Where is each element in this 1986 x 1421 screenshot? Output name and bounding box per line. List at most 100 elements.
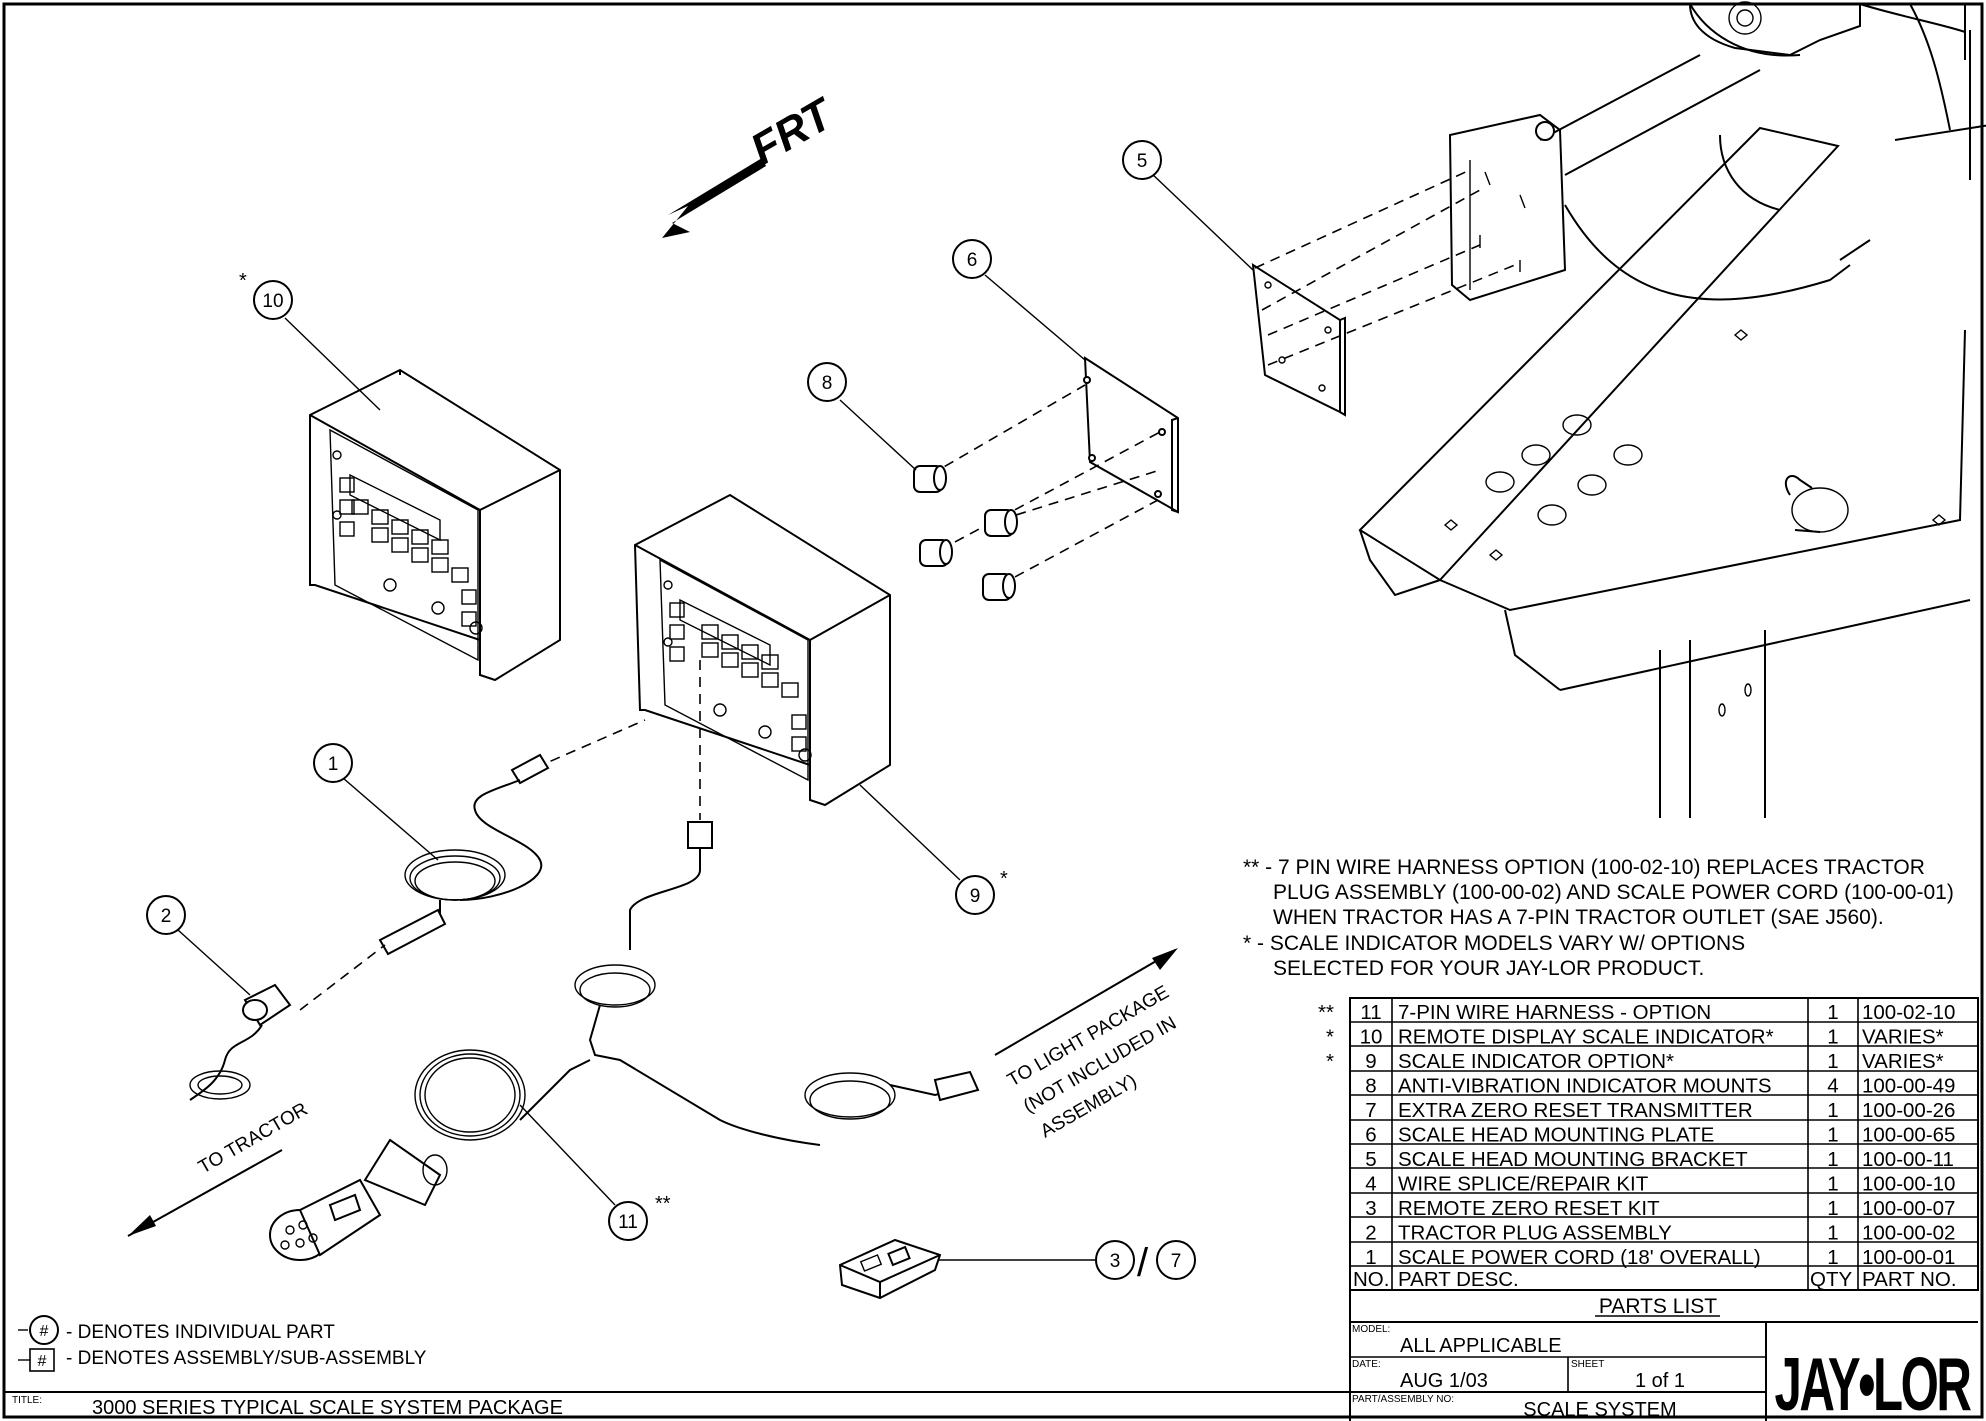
balloon-7: 7 <box>1171 1251 1182 1272</box>
row-description: SCALE HEAD MOUNTING PLATE <box>1398 1124 1714 1147</box>
note-line-1: ** - 7 PIN WIRE HARNESS OPTION (100-02-1… <box>1243 856 1925 879</box>
row-description: 7-PIN WIRE HARNESS - OPTION <box>1398 1001 1711 1024</box>
notes: ** - 7 PIN WIRE HARNESS OPTION (100-02-1… <box>1243 856 1954 980</box>
row-part-number: VARIES* <box>1862 1050 1944 1073</box>
row-part-number: VARIES* <box>1862 1026 1944 1049</box>
row-qty: 4 <box>1827 1075 1838 1098</box>
row-qty: 1 <box>1827 1197 1838 1220</box>
balloon-10: 10 <box>262 291 283 312</box>
row-qty: 1 <box>1827 1222 1838 1245</box>
legend-assembly-symbol: # <box>38 1353 47 1370</box>
part-5-bracket <box>1251 263 1346 417</box>
note-line-2: PLUG ASSEMBLY (100-00-02) AND SCALE POWE… <box>1273 881 1954 904</box>
balloon-1: 1 <box>328 754 339 775</box>
balloon-9: 9 <box>970 886 981 907</box>
row-number: 10 <box>1360 1026 1383 1049</box>
row-description: SCALE POWER CORD (18' OVERALL) <box>1398 1246 1761 1269</box>
callout-balloons: 10 * 5 6 8 1 2 9 * 11 ** 3 / <box>146 140 1254 1285</box>
balloon-6: 6 <box>967 250 978 271</box>
front-direction-arrow: FRT <box>662 88 843 238</box>
row-qty: 1 <box>1827 1173 1838 1196</box>
row-description: EXTRA ZERO RESET TRANSMITTER <box>1398 1099 1753 1122</box>
balloon-11-stars: ** <box>655 1193 671 1215</box>
row-part-number: 100-00-65 <box>1862 1124 1955 1147</box>
row-part-number: 100-02-10 <box>1862 1001 1955 1024</box>
row-number: 5 <box>1365 1148 1376 1171</box>
balloon-8: 8 <box>822 373 833 394</box>
part-1-power-cord <box>378 719 646 956</box>
row-number: 9 <box>1365 1050 1376 1073</box>
legend-individual-symbol: # <box>40 1323 49 1340</box>
row-description: TRACTOR PLUG ASSEMBLY <box>1398 1222 1672 1245</box>
part-8-mounts <box>913 465 1018 601</box>
row-qty: 1 <box>1827 1124 1838 1147</box>
part-10-remote-display <box>309 368 561 682</box>
note-line-4: * - SCALE INDICATOR MODELS VARY W/ OPTIO… <box>1243 932 1745 955</box>
row-qty: 1 <box>1827 1099 1838 1122</box>
row-part-number: 100-00-49 <box>1862 1075 1955 1098</box>
model-label: MODEL: <box>1352 1324 1390 1335</box>
note-line-3: WHEN TRACTOR HAS A 7-PIN TRACTOR OUTLET … <box>1273 906 1884 929</box>
row-number: 6 <box>1365 1124 1376 1147</box>
row-number: 4 <box>1365 1173 1376 1196</box>
col-desc: PART DESC. <box>1398 1268 1519 1291</box>
legend-assembly-text: - DENOTES ASSEMBLY/SUB-ASSEMBLY <box>66 1348 427 1369</box>
row-qty: 1 <box>1827 1026 1838 1049</box>
date-label: DATE: <box>1352 1359 1381 1370</box>
balloon-3: 3 <box>1110 1251 1121 1272</box>
row-description: ANTI-VIBRATION INDICATOR MOUNTS <box>1398 1075 1772 1098</box>
to-light-package-arrow: TO LIGHT PACKAGE (NOT INCLUDED IN ASSEMB… <box>994 948 1180 1142</box>
part-assembly-label: PART/ASSEMBLY NO: <box>1352 1394 1454 1405</box>
part-assembly-value: SCALE SYSTEM <box>1523 1399 1676 1421</box>
row-qty: 1 <box>1827 1001 1838 1024</box>
part-2-tractor-plug <box>189 944 386 1101</box>
balloon-10-star: * <box>239 270 247 292</box>
model-value: ALL APPLICABLE <box>1400 1335 1562 1357</box>
date-value: AUG 1/03 <box>1400 1370 1488 1392</box>
row-part-number: 100-00-26 <box>1862 1099 1955 1122</box>
row-mark: * <box>1326 1050 1334 1073</box>
row-number: 2 <box>1365 1222 1376 1245</box>
title-block: TITLE: 3000 SERIES TYPICAL SCALE SYSTEM … <box>4 1322 1974 1421</box>
row-qty: 1 <box>1827 1246 1838 1269</box>
row-number: 11 <box>1360 1001 1381 1024</box>
implement-frame <box>1358 1 1986 818</box>
row-mark: ** <box>1318 1001 1334 1024</box>
row-description: SCALE INDICATOR OPTION* <box>1398 1050 1674 1073</box>
row-description: REMOTE ZERO RESET KIT <box>1398 1197 1660 1220</box>
row-part-number: 100-00-07 <box>1862 1197 1955 1220</box>
legend-individual-text: - DENOTES INDIVIDUAL PART <box>66 1322 335 1343</box>
row-description: SCALE HEAD MOUNTING BRACKET <box>1398 1148 1748 1171</box>
balloon-11: 11 <box>618 1212 638 1233</box>
jay-lor-logo: JAY•LOR <box>1775 1344 1972 1421</box>
parts-list-caption: PARTS LIST <box>1599 1295 1717 1318</box>
row-description: REMOTE DISPLAY SCALE INDICATOR* <box>1398 1026 1774 1049</box>
row-number: 7 <box>1365 1099 1376 1122</box>
balloon-slash: / <box>1137 1241 1149 1285</box>
balloon-9-star: * <box>1000 868 1008 890</box>
part-6-plate <box>1083 356 1179 514</box>
row-number: 1 <box>1365 1246 1376 1269</box>
row-part-number: 100-00-02 <box>1862 1222 1955 1245</box>
symbol-legend: # - DENOTES INDIVIDUAL PART # - DENOTES … <box>18 1315 427 1372</box>
part-3-7-transmitter <box>838 1238 1095 1300</box>
row-qty: 1 <box>1827 1148 1838 1171</box>
row-number: 3 <box>1365 1197 1376 1220</box>
row-number: 8 <box>1365 1075 1376 1098</box>
balloon-2: 2 <box>161 906 172 927</box>
part-11-harness <box>269 660 980 1261</box>
balloon-5: 5 <box>1137 151 1148 172</box>
col-qty: QTY <box>1810 1268 1852 1291</box>
row-mark: * <box>1326 1026 1334 1049</box>
row-part-number: 100-00-10 <box>1862 1173 1955 1196</box>
col-part-no: PART NO. <box>1862 1268 1957 1291</box>
row-part-number: 100-00-01 <box>1862 1246 1955 1269</box>
title-label: TITLE: <box>12 1395 42 1406</box>
col-no: NO. <box>1353 1268 1389 1291</box>
note-line-5: SELECTED FOR YOUR JAY-LOR PRODUCT. <box>1273 957 1704 980</box>
row-description: WIRE SPLICE/REPAIR KIT <box>1398 1173 1649 1196</box>
row-qty: 1 <box>1827 1050 1838 1073</box>
